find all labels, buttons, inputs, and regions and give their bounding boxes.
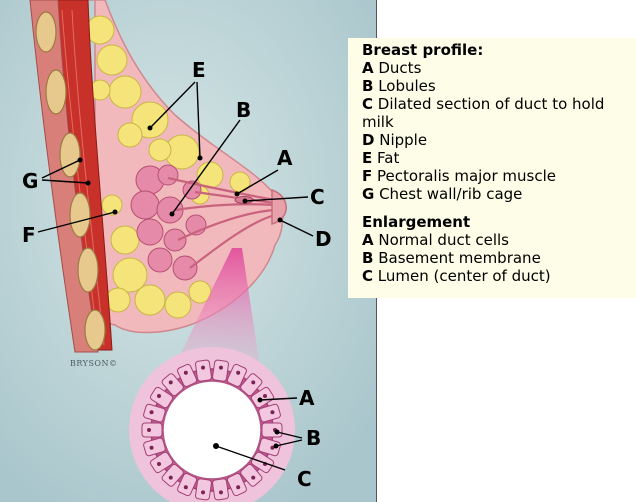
leader-lines <box>37 81 314 471</box>
cell-nucleus <box>157 393 162 398</box>
duct-cell <box>177 473 198 497</box>
fat-tissue <box>85 15 251 319</box>
cell-nucleus <box>201 365 206 370</box>
cell-nucleus <box>236 485 241 490</box>
label-b: B <box>236 98 251 122</box>
breast-anatomy-illustration: BRYSON© E B A C D G F A B C <box>0 0 377 502</box>
profile-item-a: A Ducts <box>362 59 636 77</box>
profile-item-key: D <box>362 131 375 149</box>
duct-cell <box>195 478 212 501</box>
duct-cell <box>161 373 184 397</box>
magnification-cone <box>168 248 262 380</box>
profile-item-key: B <box>362 77 374 95</box>
profile-item-e: E Fat <box>362 149 636 167</box>
illustrator-signature: BRYSON© <box>70 359 117 368</box>
cell-nucleus <box>157 462 162 467</box>
profile-item-key: F <box>362 167 373 185</box>
enlargement-item-c: C Lumen (center of duct) <box>362 267 636 285</box>
profile-item-c: C Dilated section of duct to hold milk <box>362 95 636 131</box>
cell-nucleus <box>201 490 206 495</box>
ribs <box>35 11 106 351</box>
duct-cell <box>258 437 281 457</box>
enlargement-item-key: C <box>362 267 374 285</box>
profile-item-text: Dilated section of duct to hold milk <box>362 95 605 131</box>
cell-nucleus <box>262 393 267 398</box>
duct-cell <box>258 403 281 423</box>
duct-cell <box>161 463 184 487</box>
profile-item-key: G <box>362 185 375 203</box>
cell-nucleus <box>236 370 241 375</box>
duct-cell <box>195 359 212 382</box>
enlargement-label-a: A <box>299 386 315 410</box>
duct-cell <box>261 422 283 438</box>
enlargement-item-text: Lumen (center of duct) <box>373 267 551 285</box>
label-a: A <box>277 146 293 170</box>
profile-item-key: A <box>362 59 374 77</box>
enlargement-item-text: Basement membrane <box>373 249 541 267</box>
duct-cell <box>212 478 229 501</box>
enlargement-item-b: B Basement membrane <box>362 249 636 267</box>
profile-item-key: E <box>362 149 373 167</box>
duct-cross-section <box>129 347 295 502</box>
cell-nucleus <box>149 445 154 450</box>
duct-cell <box>177 363 198 387</box>
profile-item-f: F Pectoralis major muscle <box>362 167 636 185</box>
lobules <box>130 164 207 281</box>
cell-nucleus <box>251 475 256 480</box>
profile-item-g: G Chest wall/rib cage <box>362 185 636 203</box>
enlargement-item-key: B <box>362 249 374 267</box>
enlargement-item-text: Normal duct cells <box>373 231 509 249</box>
cell-nucleus <box>270 445 275 450</box>
duct-cells <box>141 359 283 501</box>
enlargement-item-key: A <box>362 231 374 249</box>
profile-item-d: D Nipple <box>362 131 636 149</box>
profile-item-text: Pectoralis major muscle <box>372 167 556 185</box>
duct-cell <box>240 463 263 487</box>
profile-item-text: Ducts <box>373 59 422 77</box>
cell-nucleus <box>149 410 154 415</box>
duct-cell <box>149 451 174 474</box>
enlargement-label-b: B <box>306 426 321 450</box>
profile-item-text: Nipple <box>374 131 428 149</box>
duct-cell <box>250 386 275 409</box>
enlargement-heading: Enlargement <box>362 213 471 231</box>
enlargement-item-a: A Normal duct cells <box>362 231 636 249</box>
label-c: C <box>310 185 325 209</box>
duct-cell <box>226 473 247 497</box>
cell-nucleus <box>168 380 173 385</box>
cell-nucleus <box>251 380 256 385</box>
duct-cell <box>141 422 163 438</box>
label-d: D <box>315 227 332 251</box>
cell-nucleus <box>218 365 223 370</box>
profile-item-key: C <box>362 95 374 113</box>
duct-cell <box>212 359 229 382</box>
label-f: F <box>22 223 36 247</box>
muscle-striations <box>61 9 105 346</box>
cell-nucleus <box>270 410 275 415</box>
duct-cell <box>240 373 263 397</box>
label-e: E <box>192 58 206 82</box>
cell-nucleus <box>168 475 173 480</box>
profile-item-text: Lobules <box>373 77 436 95</box>
leader-dots <box>77 125 283 449</box>
profile-item-b: B Lobules <box>362 77 636 95</box>
enlargement-label-c: C <box>297 467 312 491</box>
label-g: G <box>22 169 38 193</box>
cell-nucleus <box>147 428 151 432</box>
cell-nucleus <box>183 485 188 490</box>
profile-heading: Breast profile: <box>362 41 484 59</box>
duct-cell <box>143 437 166 457</box>
duct-cell <box>143 403 166 423</box>
cell-nucleus <box>183 370 188 375</box>
duct-cell <box>226 363 247 387</box>
profile-item-text: Chest wall/rib cage <box>374 185 523 203</box>
cell-nucleus <box>218 490 223 495</box>
duct-cell <box>149 386 174 409</box>
profile-item-text: Fat <box>372 149 400 167</box>
